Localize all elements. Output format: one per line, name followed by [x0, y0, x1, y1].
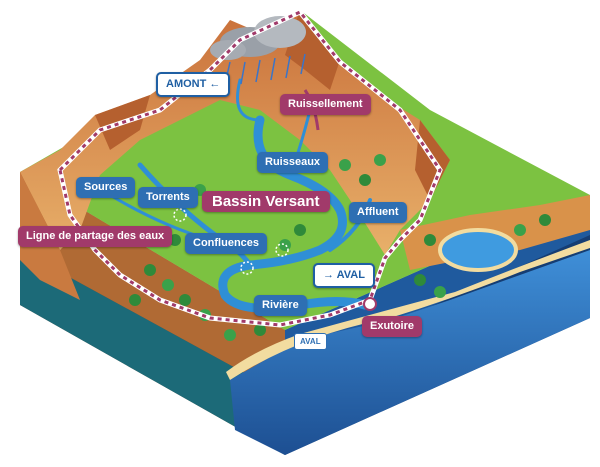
outlet-marker [363, 297, 377, 311]
label-riviere: Rivière [254, 295, 307, 316]
lake [438, 228, 518, 272]
label-bassin-versant: Bassin Versant [202, 191, 330, 212]
label-affluent: Affluent [349, 202, 407, 223]
confluence-marker [173, 208, 187, 222]
sea [230, 250, 590, 455]
label-aval-arrow: → AVAL [313, 263, 375, 288]
label-ruisseaux: Ruisseaux [257, 152, 329, 173]
label-exutoire: Exutoire [362, 316, 423, 337]
label-amont: AMONT ← [156, 72, 231, 97]
confluence-marker [240, 261, 254, 275]
confluence-marker [275, 243, 289, 257]
label-aval-small: AVAL [294, 333, 327, 350]
label-ligne-partage: Ligne de partage des eaux [18, 226, 173, 247]
label-torrents: Torrents [138, 187, 198, 208]
label-confluences: Confluences [185, 233, 268, 254]
label-ruissellement: Ruissellement [280, 94, 371, 115]
label-sources: Sources [76, 177, 136, 198]
beach [226, 240, 590, 380]
